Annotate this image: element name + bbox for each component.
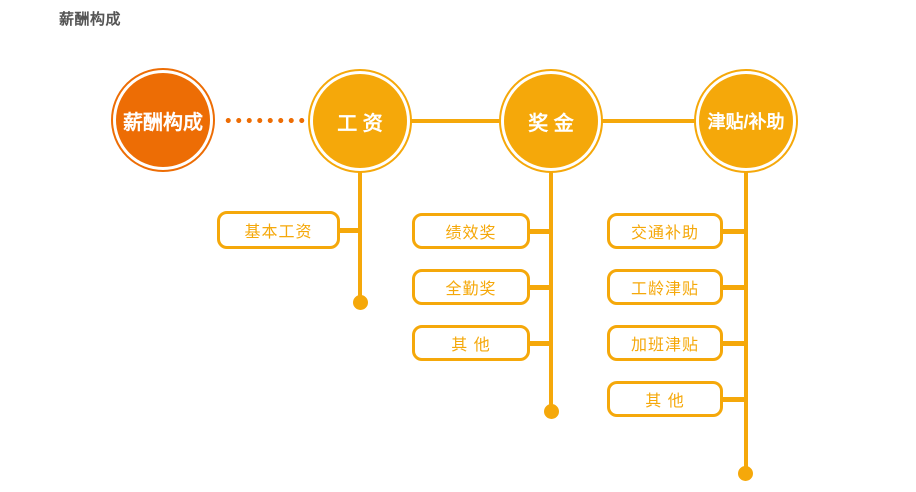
leaf-box-overtime-allowance: 加班津贴 bbox=[607, 325, 723, 361]
branch3-child3-stub-line bbox=[721, 341, 748, 346]
branch-node-wages: 工 资 bbox=[308, 69, 412, 173]
leaf-box-performance-bonus: 绩效奖 bbox=[412, 213, 530, 249]
branch3-child1-stub-line bbox=[721, 229, 748, 234]
branch1-line-end-dot bbox=[353, 295, 368, 310]
branch-node-allowance-label: 津贴/补助 bbox=[699, 74, 793, 168]
leaf-box-bonus-other: 其 他 bbox=[412, 325, 530, 361]
branch-node-bonus: 奖 金 bbox=[499, 69, 603, 173]
branch-node-bonus-label: 奖 金 bbox=[504, 74, 598, 168]
branch3-child2-stub-line bbox=[721, 285, 748, 290]
branch-node-wages-label: 工 资 bbox=[313, 74, 407, 168]
branch2-child3-stub-line bbox=[528, 341, 553, 346]
dotted-connector-root-to-branches bbox=[223, 116, 307, 125]
leaf-box-basic-wage: 基本工资 bbox=[217, 211, 340, 249]
branch3-child4-stub-line bbox=[721, 397, 748, 402]
leaf-box-seniority-allowance: 工龄津贴 bbox=[607, 269, 723, 305]
branch1-child1-stub-line bbox=[338, 228, 362, 233]
branch2-line-end-dot bbox=[544, 404, 559, 419]
root-node-circle: 薪酬构成 bbox=[111, 68, 215, 172]
branch2-child2-stub-line bbox=[528, 285, 553, 290]
page-title: 薪酬构成 bbox=[59, 11, 122, 28]
leaf-box-attendance-bonus: 全勤奖 bbox=[412, 269, 530, 305]
branch2-child1-stub-line bbox=[528, 229, 553, 234]
branch1-vertical-line bbox=[358, 168, 362, 302]
branch-node-allowance: 津贴/补助 bbox=[694, 69, 798, 173]
leaf-box-allowance-other: 其 他 bbox=[607, 381, 723, 417]
branch3-vertical-line bbox=[744, 168, 748, 474]
leaf-box-transport-subsidy: 交通补助 bbox=[607, 213, 723, 249]
root-node-label: 薪酬构成 bbox=[116, 73, 210, 167]
branch3-line-end-dot bbox=[738, 466, 753, 481]
